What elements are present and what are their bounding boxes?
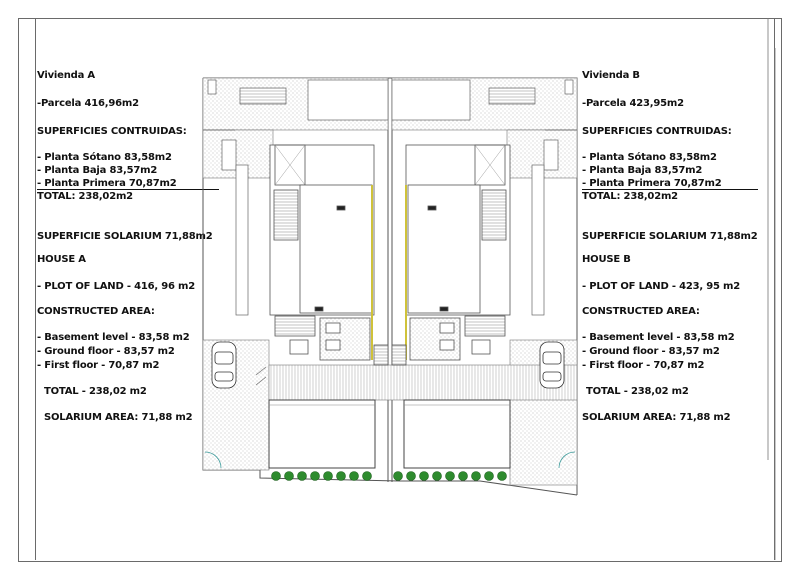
car-left-icon [211,341,237,389]
top-zone-features [203,79,577,131]
vivienda-a-total: TOTAL: 238,02m2 [37,191,133,202]
outer-frame [18,18,782,562]
vivienda-a-solarium: SUPERFICIE SOLARIUM 71,88m2 [37,231,213,242]
house-b-ground: - Ground floor - 83,57 m2 [582,346,720,357]
house-a-plan [269,144,389,366]
vivienda-a-sup-header: SUPERFICIES CONTRUIDAS: [37,126,187,137]
house-b-constructed: CONSTRUCTED AREA: [582,306,700,317]
house-b-total: TOTAL - 238,02 m2 [586,386,689,397]
vivienda-b-sup-header: SUPERFICIES CONTRUIDAS: [582,126,732,137]
house-b-basement: - Basement level - 83,58 m2 [582,332,735,343]
house-a-ground: - Ground floor - 83,57 m2 [37,346,175,357]
house-b-plot: - PLOT OF LAND - 423, 95 m2 [582,281,741,292]
house-b-title: HOUSE B [582,254,631,265]
vivienda-b-sotano: - Planta Sótano 83,58m2 [582,152,717,163]
house-a-solarium: SOLARIUM AREA: 71,88 m2 [44,412,193,423]
vivienda-b-solarium: SUPERFICIE SOLARIUM 71,88m2 [582,231,758,242]
vivienda-a-parcela: -Parcela 416,96m2 [37,98,139,109]
pavement-areas [202,77,578,486]
vivienda-b-total: TOTAL: 238,02m2 [582,191,678,202]
house-a-first: - First floor - 70,87 m2 [37,360,160,371]
vivienda-a-baja: - Planta Baja 83,57m2 [37,165,158,176]
car-right-icon [539,341,565,389]
side-strips [221,139,559,316]
inner-frame [35,18,775,560]
vivienda-b-parcela: -Parcela 423,95m2 [582,98,684,109]
house-a-plot: - PLOT OF LAND - 416, 96 m2 [37,281,196,292]
vivienda-a-primera: - Planta Primera 70,87m2 [37,178,219,190]
house-a-constructed: CONSTRUCTED AREA: [37,306,155,317]
house-a-basement: - Basement level - 83,58 m2 [37,332,190,343]
gate-arcs [204,366,576,469]
house-b-first: - First floor - 70,87 m2 [582,360,705,371]
vivienda-b-baja: - Planta Baja 83,57m2 [582,165,703,176]
house-a-total: TOTAL - 238,02 m2 [44,386,147,397]
house-a-title: HOUSE A [37,254,86,265]
trees [271,471,507,481]
house-b-solarium: SOLARIUM AREA: 71,88 m2 [582,412,731,423]
vivienda-a-sotano: - Planta Sótano 83,58m2 [37,152,172,163]
frame-details [767,18,776,560]
vivienda-a-title: Vivienda A [37,70,95,81]
vivienda-b-title: Vivienda B [582,70,640,81]
house-b-plan [391,144,511,366]
garage-blocks [268,399,511,469]
vivienda-b-primera: - Planta Primera 70,87m2 [582,178,758,190]
